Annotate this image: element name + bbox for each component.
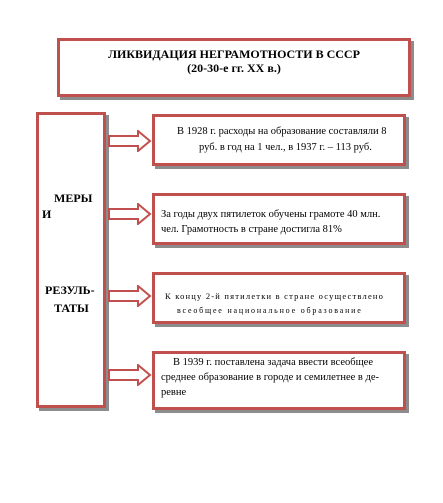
title-box: ЛИКВИДАЦИЯ НЕГРАМОТНОСТИ В СССР (20-30-е… <box>57 38 411 97</box>
item-2-line-2: чел. Грамотность в стране достигла 81% <box>161 224 342 235</box>
arrow-1 <box>108 130 152 152</box>
item-2-line-1: За годы двух пятилеток обучены грамоте 4… <box>161 209 381 220</box>
title-line-1: ЛИКВИДАЦИЯ НЕГРАМОТНОСТИ В СССР <box>108 47 360 61</box>
arrow-2 <box>108 203 152 225</box>
arrow-3 <box>108 285 152 307</box>
item-box-2: За годы двух пятилеток обучены грамоте 4… <box>152 193 406 245</box>
measures-label: МЕРЫ <box>54 191 93 205</box>
title-line-2: (20-30-е гг. ХХ в.) <box>187 61 281 75</box>
item-3-line-1: К концу 2-й пятилетки в стране осуществл… <box>165 291 385 301</box>
and-label: И <box>42 207 52 221</box>
item-4-line-3: ревне <box>161 387 187 398</box>
item-box-1: В 1928 г. расходы на образование составл… <box>152 114 406 166</box>
item-1-line-2: руб. в год на 1 чел., в 1937 г. – 113 ру… <box>199 142 372 153</box>
item-box-4: В 1939 г. поставлена задача ввести всеоб… <box>152 351 406 410</box>
item-4-line-1: В 1939 г. поставлена задача ввести всеоб… <box>173 357 373 368</box>
arrow-4 <box>108 364 152 386</box>
results-label-part2: ТАТЫ <box>54 301 89 315</box>
item-4-line-2: среднее образование в городе и семилетне… <box>161 372 379 383</box>
results-label-part1: РЕЗУЛЬ- <box>45 283 95 297</box>
item-1-line-1: В 1928 г. расходы на образование составл… <box>177 126 387 137</box>
measures-results-box: МЕРЫ И РЕЗУЛЬ- ТАТЫ <box>36 112 106 408</box>
item-box-3: К концу 2-й пятилетки в стране осуществл… <box>152 272 406 324</box>
item-3-line-2: всеобщее национальное образование <box>177 306 363 315</box>
